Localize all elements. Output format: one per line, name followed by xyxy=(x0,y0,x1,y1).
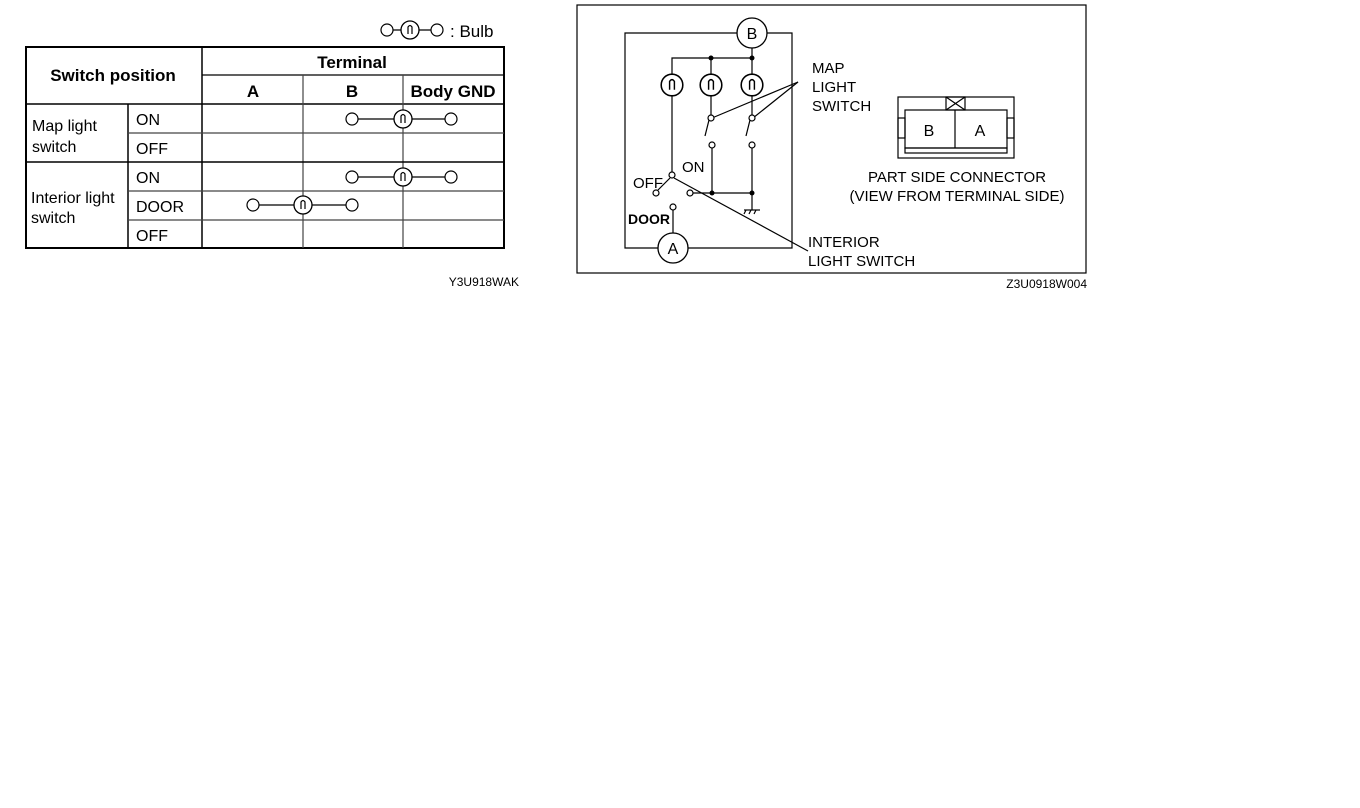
continuity-interior-door xyxy=(246,195,359,215)
switch-contacts xyxy=(652,114,756,211)
header-terminal: Terminal xyxy=(317,53,387,72)
interior-switch-label-1: INTERIOR xyxy=(808,234,880,251)
header-switch-position: Switch position xyxy=(50,66,176,85)
map-switch-label-3: SWITCH xyxy=(812,98,871,115)
header-terminal-b: B xyxy=(346,82,358,101)
bulb-icon xyxy=(740,73,764,97)
terminal-a-node: A xyxy=(657,232,689,264)
group-interior-light-line2: switch xyxy=(31,210,75,227)
position-interior-on: ON xyxy=(136,170,160,187)
map-switch-label-2: LIGHT xyxy=(812,79,856,96)
part-side-connector xyxy=(897,96,1015,159)
header-terminal-body-gnd: Body GND xyxy=(411,82,496,101)
bulb-legend-label: : Bulb xyxy=(450,22,493,41)
bulb-legend: : Bulb xyxy=(380,20,493,41)
diagram-frame xyxy=(576,4,1087,274)
connector-caption-2: (VIEW FROM TERMINAL SIDE) xyxy=(849,188,1064,205)
group-interior-light-line1: Interior light xyxy=(31,190,115,207)
continuity-interior-on xyxy=(345,167,458,187)
bulb-icon xyxy=(400,20,420,40)
terminal-circle-icon xyxy=(430,23,444,37)
terminal-b-node: B xyxy=(736,17,768,49)
label-on: ON xyxy=(682,159,705,176)
position-map-off: OFF xyxy=(136,141,168,158)
group-map-light-line2: switch xyxy=(32,139,76,156)
label-off: OFF xyxy=(633,175,663,192)
connector-terminal-b: B xyxy=(924,123,935,140)
junction-dots xyxy=(708,55,755,196)
connector-caption-1: PART SIDE CONNECTOR xyxy=(868,169,1046,186)
position-interior-off: OFF xyxy=(136,228,168,245)
group-map-light-line1: Map light xyxy=(32,118,97,135)
bulb-icon xyxy=(660,73,684,97)
header-terminal-a: A xyxy=(247,82,259,101)
interior-switch-label-2: LIGHT SWITCH xyxy=(808,253,915,270)
label-door: DOOR xyxy=(628,211,670,227)
svg-text:A: A xyxy=(668,241,679,258)
svg-text:B: B xyxy=(747,26,758,43)
continuity-map-on xyxy=(345,109,458,129)
map-light-bulbs xyxy=(660,73,764,97)
position-interior-door: DOOR xyxy=(136,199,184,216)
terminal-circle-icon xyxy=(380,23,394,37)
continuity-table xyxy=(25,46,505,249)
map-switch-label-1: MAP xyxy=(812,60,845,77)
connector-terminal-a: A xyxy=(975,123,986,140)
table-figure-code: Y3U918WAK xyxy=(449,275,519,289)
circuit-wiring xyxy=(624,32,809,252)
diagram-figure-code: Z3U0918W004 xyxy=(1006,277,1087,291)
position-map-on: ON xyxy=(136,112,160,129)
bulb-icon xyxy=(699,73,723,97)
